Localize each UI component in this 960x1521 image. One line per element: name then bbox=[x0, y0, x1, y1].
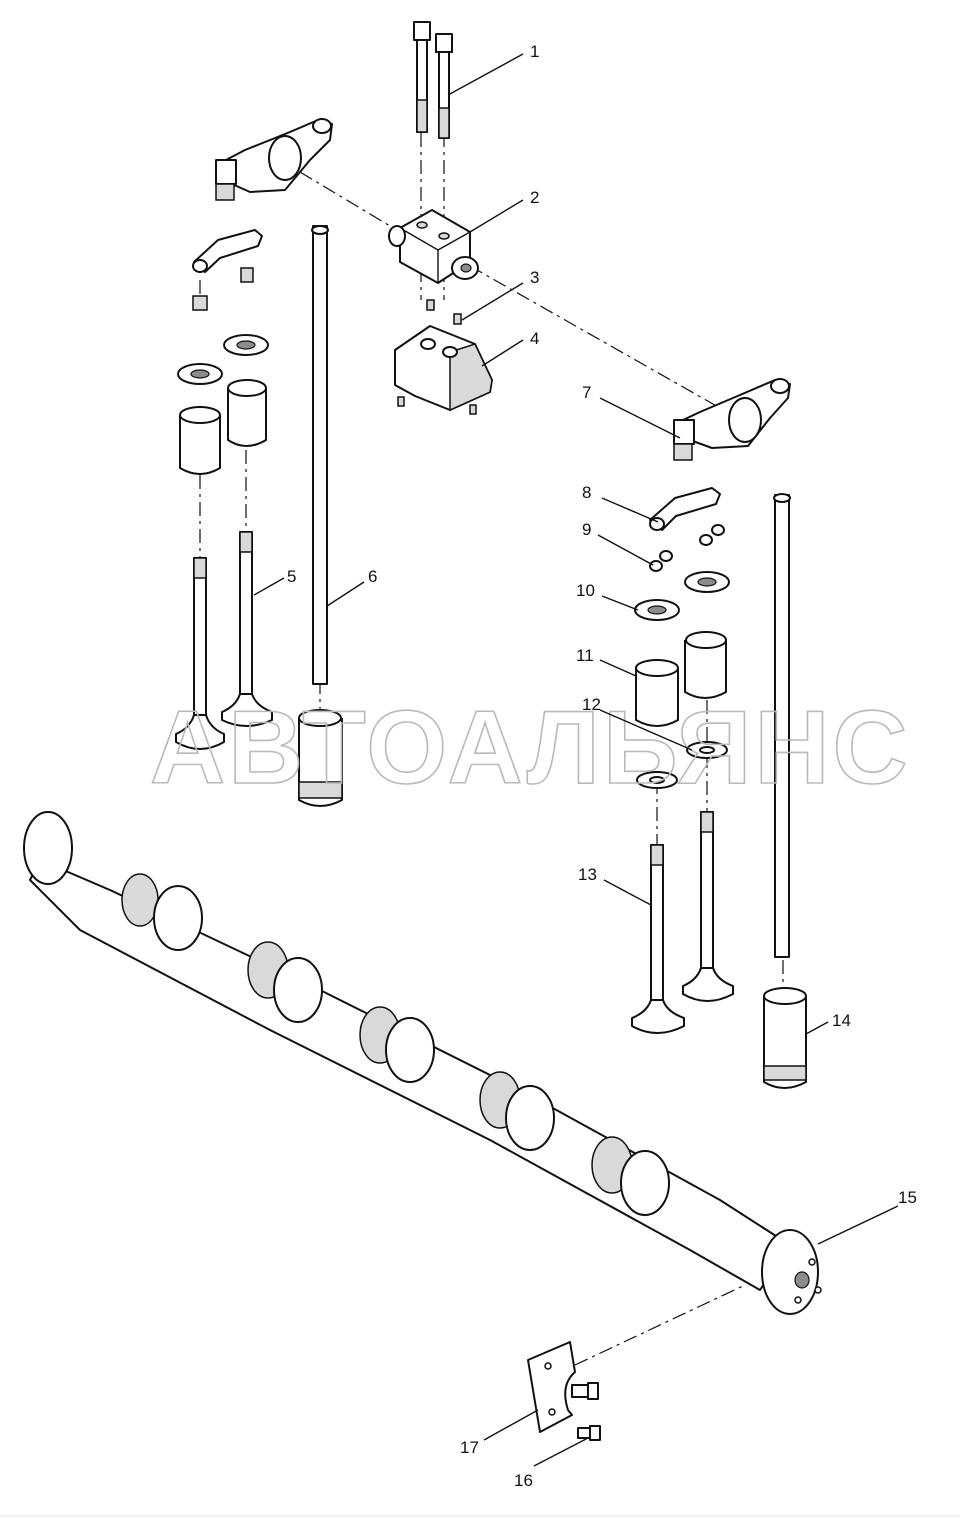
callout-leaders bbox=[253, 53, 899, 1467]
callout-9: 9 bbox=[582, 520, 591, 539]
callout-2: 2 bbox=[530, 188, 539, 207]
callout-16: 16 bbox=[514, 1471, 533, 1490]
rocker-arm-right bbox=[673, 378, 791, 461]
callout-10: 10 bbox=[576, 581, 595, 600]
bolt-pair bbox=[413, 21, 453, 139]
valve-bridge-left bbox=[192, 229, 263, 311]
callout-labels: 1 2 3 4 5 6 7 8 9 10 11 12 13 14 15 16 1… bbox=[287, 42, 917, 1490]
callout-17: 17 bbox=[460, 1438, 479, 1457]
callout-3: 3 bbox=[530, 268, 539, 287]
callout-5: 5 bbox=[287, 567, 296, 586]
rocker-arm-left bbox=[215, 118, 333, 201]
callout-4: 4 bbox=[530, 329, 539, 348]
dowel-pins bbox=[426, 299, 462, 325]
rocker-bracket bbox=[394, 325, 493, 415]
valve-assembly-right bbox=[631, 571, 734, 1034]
callout-12: 12 bbox=[582, 695, 601, 714]
thrust-plate-bolts bbox=[571, 1382, 601, 1441]
callout-8: 8 bbox=[582, 483, 591, 502]
thrust-plate bbox=[527, 1341, 576, 1433]
push-rod-left bbox=[298, 225, 343, 807]
valve-assembly-left bbox=[175, 334, 273, 750]
callout-15: 15 bbox=[898, 1188, 917, 1207]
valve-bridge-right bbox=[649, 487, 725, 572]
callout-14: 14 bbox=[832, 1011, 851, 1030]
callout-1: 1 bbox=[530, 42, 539, 61]
callout-11: 11 bbox=[576, 646, 594, 665]
push-rod-right bbox=[763, 493, 807, 1089]
camshaft bbox=[23, 811, 822, 1315]
rocker-shaft-block bbox=[388, 209, 479, 284]
callout-6: 6 bbox=[368, 567, 377, 586]
callout-7: 7 bbox=[582, 383, 591, 402]
watermark-text: АВТОАЛЬЯНС bbox=[150, 690, 911, 806]
callout-13: 13 bbox=[578, 865, 597, 884]
